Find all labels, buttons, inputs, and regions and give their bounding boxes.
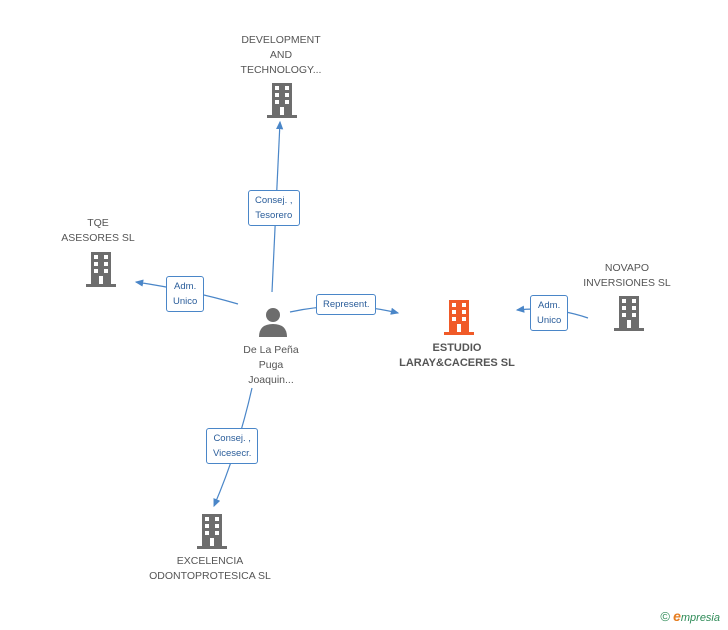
- building-icon[interactable]: [267, 83, 297, 119]
- label-line: INVERSIONES SL: [583, 277, 671, 289]
- edge-label-represent[interactable]: Represent.: [316, 294, 377, 315]
- label-line: EXCELENCIA: [176, 555, 244, 567]
- label-line: Adm.: [174, 281, 197, 292]
- node-label-tqe[interactable]: TQE ASESORES SL: [61, 216, 135, 246]
- label-line: TQE: [87, 217, 109, 229]
- node-label-excelencia[interactable]: EXCELENCIA ODONTOPROTESICA SL: [149, 554, 271, 584]
- label-line: ESTUDIO: [432, 342, 482, 354]
- label-line: ASESORES SL: [61, 232, 135, 244]
- edge-label-adm-unico-novapo[interactable]: Adm. Unico: [530, 295, 569, 331]
- label-line: Tesorero: [255, 210, 293, 221]
- node-label-estudio[interactable]: ESTUDIO LARAY&CACERES SL: [399, 341, 515, 371]
- edge-label-consej-tesorero[interactable]: Consej. , Tesorero: [248, 190, 300, 226]
- person-icon[interactable]: [258, 307, 288, 337]
- node-label-novapo[interactable]: NOVAPO INVERSIONES SL: [583, 261, 671, 291]
- brand-name: mpresia: [680, 612, 720, 624]
- label-line: Unico: [173, 296, 198, 307]
- label-line: ODONTOPROTESICA SL: [149, 570, 271, 582]
- node-label-person[interactable]: De La Peña Puga Joaquin...: [243, 343, 298, 388]
- empresia-logo[interactable]: © empresia: [660, 608, 720, 624]
- label-line: Adm.: [538, 300, 561, 311]
- label-line: DEVELOPMENT: [241, 34, 321, 46]
- label-line: De La Peña: [243, 344, 299, 356]
- main-company-building-icon[interactable]: [444, 300, 474, 336]
- label-line: TECHNOLOGY...: [240, 64, 322, 76]
- label-line: NOVAPO: [604, 262, 650, 274]
- label-line: Joaquin...: [248, 374, 294, 386]
- label-line: AND: [269, 49, 293, 61]
- label-line: Puga: [258, 359, 284, 371]
- brand-initial: e: [673, 608, 681, 624]
- edge-label-consej-vicesecr[interactable]: Consej. , Vicesecr.: [206, 428, 259, 464]
- building-icon[interactable]: [614, 296, 644, 332]
- label-line: Represent.: [323, 299, 370, 310]
- label-line: Vicesecr.: [213, 448, 252, 459]
- node-label-development[interactable]: DEVELOPMENT AND TECHNOLOGY...: [241, 33, 322, 78]
- label-line: LARAY&CACERES SL: [399, 357, 515, 369]
- building-icon[interactable]: [86, 252, 116, 288]
- building-icon[interactable]: [197, 514, 227, 550]
- copyright-symbol: ©: [660, 609, 671, 624]
- label-line: Consej. ,: [255, 195, 293, 206]
- label-line: Consej. ,: [213, 433, 251, 444]
- label-line: Unico: [537, 315, 562, 326]
- edge-label-adm-unico-tqe[interactable]: Adm. Unico: [166, 276, 205, 312]
